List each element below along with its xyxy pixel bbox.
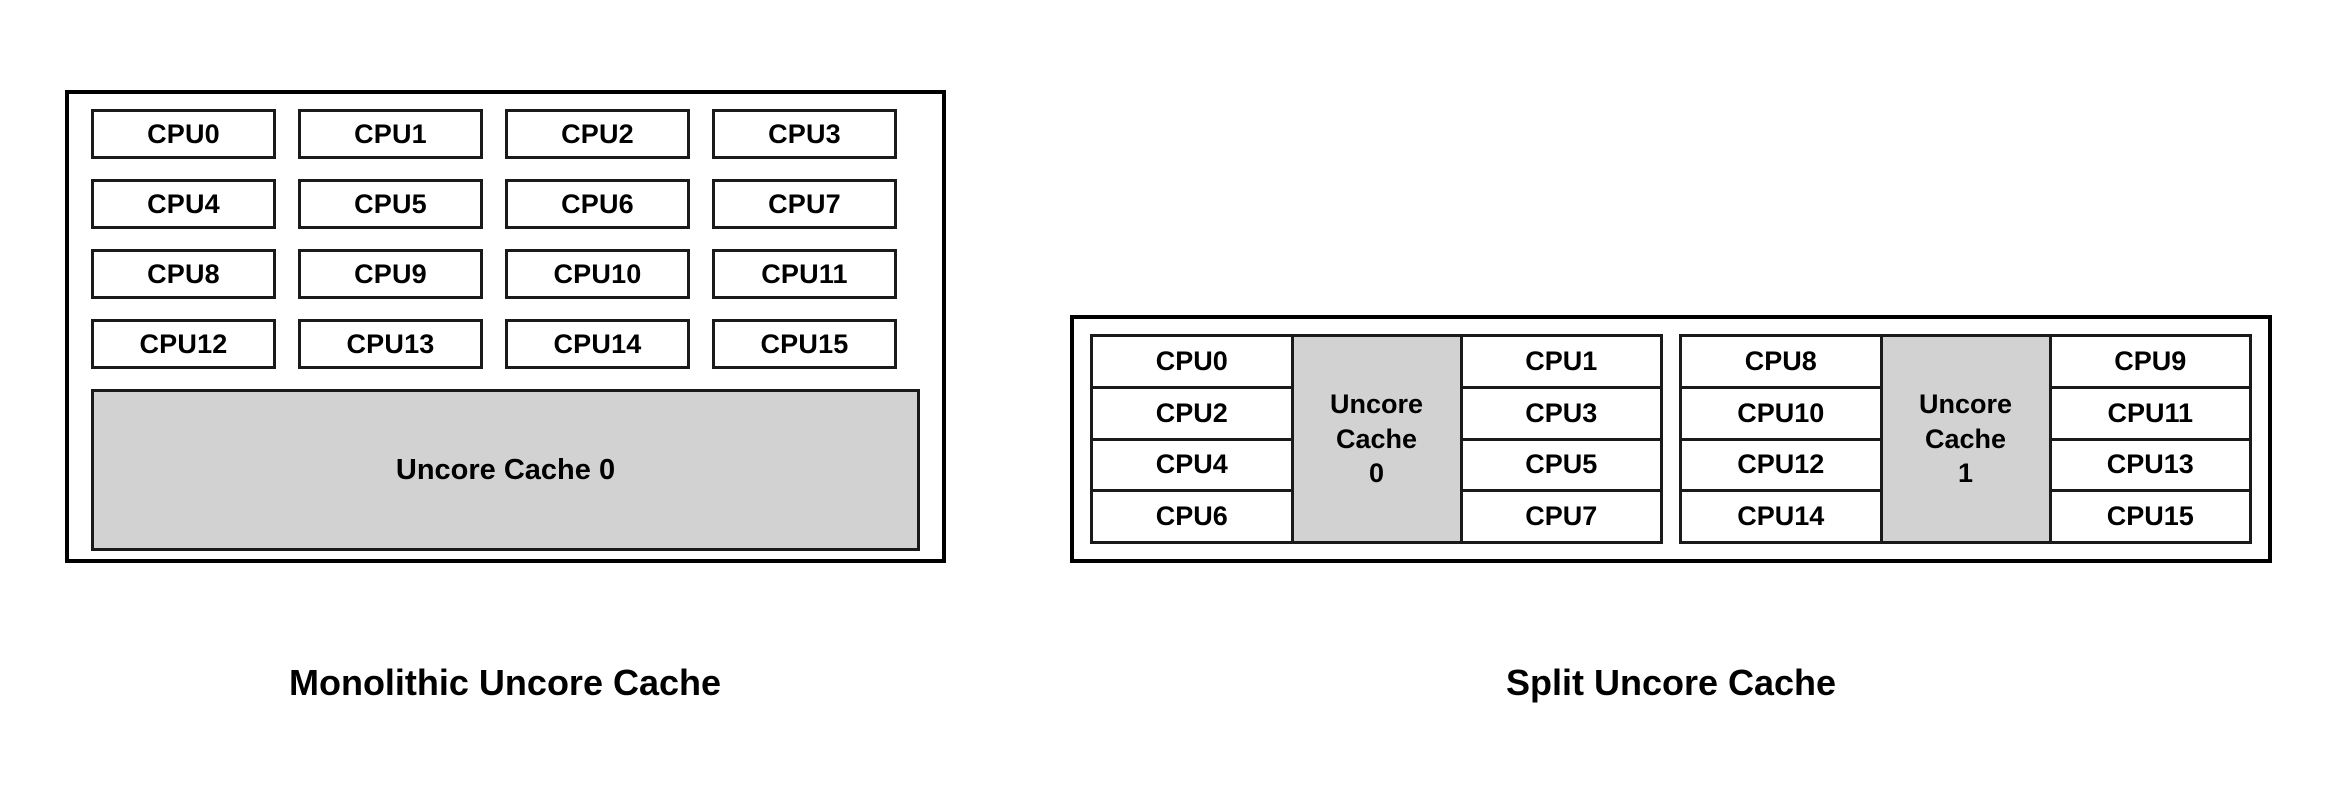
cpu-box: CPU12: [1682, 440, 1880, 493]
split-group-1-right-column: CPU9 CPU11 CPU13 CPU15: [2051, 337, 2249, 541]
split-group-0-right-column: CPU1 CPU3 CPU5 CPU7: [1462, 337, 1660, 541]
cpu-box: CPU3: [1462, 388, 1660, 441]
cpu-box: CPU8: [91, 249, 276, 299]
monolithic-cpu-grid: CPU0 CPU1 CPU2 CPU3 CPU4 CPU5 CPU6 CPU7 …: [91, 109, 920, 369]
cpu-box: CPU1: [298, 109, 483, 159]
cpu-box: CPU7: [712, 179, 897, 229]
cpu-box: CPU8: [1682, 337, 1880, 389]
cpu-box: CPU12: [91, 319, 276, 369]
cpu-box: CPU0: [91, 109, 276, 159]
cpu-box: CPU3: [712, 109, 897, 159]
split-group-1-left-column: CPU8 CPU10 CPU12 CPU14: [1682, 337, 1880, 541]
cpu-box: CPU13: [2051, 440, 2249, 493]
uncore-cache-label-line-3: 0: [1368, 458, 1385, 489]
split-figure-contents: CPU0 CPU2 CPU4 CPU6 Uncore Cache 0 CPU1 …: [1090, 334, 2252, 544]
monolithic-uncore-cache-figure: CPU0 CPU1 CPU2 CPU3 CPU4 CPU5 CPU6 CPU7 …: [65, 90, 946, 563]
cpu-box: CPU10: [505, 249, 690, 299]
cpu-box: CPU4: [91, 179, 276, 229]
uncore-cache-1-box: Uncore Cache 1: [1879, 337, 2052, 541]
cpu-box: CPU5: [298, 179, 483, 229]
monolithic-figure-caption: Monolithic Uncore Cache: [288, 662, 722, 703]
monolithic-figure-contents: CPU0 CPU1 CPU2 CPU3 CPU4 CPU5 CPU6 CPU7 …: [91, 109, 920, 551]
cpu-box: CPU6: [505, 179, 690, 229]
cpu-box: CPU10: [1682, 388, 1880, 441]
split-figure-caption: Split Uncore Cache: [1505, 662, 1837, 703]
cpu-box: CPU2: [505, 109, 690, 159]
uncore-cache-label-line-2: Cache: [1924, 423, 2007, 454]
cpu-box: CPU11: [712, 249, 897, 299]
uncore-cache-label-line-2: Cache: [1335, 423, 1418, 454]
split-group-0-left-column: CPU0 CPU2 CPU4 CPU6: [1093, 337, 1291, 541]
cpu-box: CPU7: [1462, 492, 1660, 541]
cpu-box: CPU6: [1093, 492, 1291, 541]
cpu-box: CPU13: [298, 319, 483, 369]
uncore-cache-0-box: Uncore Cache 0: [1290, 337, 1463, 541]
cpu-box: CPU2: [1093, 388, 1291, 441]
cpu-box: CPU14: [505, 319, 690, 369]
cpu-box: CPU5: [1462, 440, 1660, 493]
split-group-1: CPU8 CPU10 CPU12 CPU14 Uncore Cache 1 CP…: [1679, 334, 2252, 544]
uncore-cache-0-box: Uncore Cache 0: [91, 389, 920, 551]
uncore-cache-label-line-1: Uncore: [1329, 389, 1424, 420]
cpu-box: CPU11: [2051, 388, 2249, 441]
cpu-box: CPU9: [2051, 337, 2249, 389]
cpu-box: CPU1: [1462, 337, 1660, 389]
split-group-0: CPU0 CPU2 CPU4 CPU6 Uncore Cache 0 CPU1 …: [1090, 334, 1663, 544]
cpu-box: CPU15: [2051, 492, 2249, 541]
split-uncore-cache-figure: CPU0 CPU2 CPU4 CPU6 Uncore Cache 0 CPU1 …: [1070, 315, 2272, 563]
cpu-box: CPU0: [1093, 337, 1291, 389]
cpu-box: CPU15: [712, 319, 897, 369]
uncore-cache-label-line-3: 1: [1957, 458, 1974, 489]
cpu-box: CPU4: [1093, 440, 1291, 493]
uncore-cache-label-line-1: Uncore: [1918, 389, 2013, 420]
cpu-box: CPU14: [1682, 492, 1880, 541]
cpu-box: CPU9: [298, 249, 483, 299]
